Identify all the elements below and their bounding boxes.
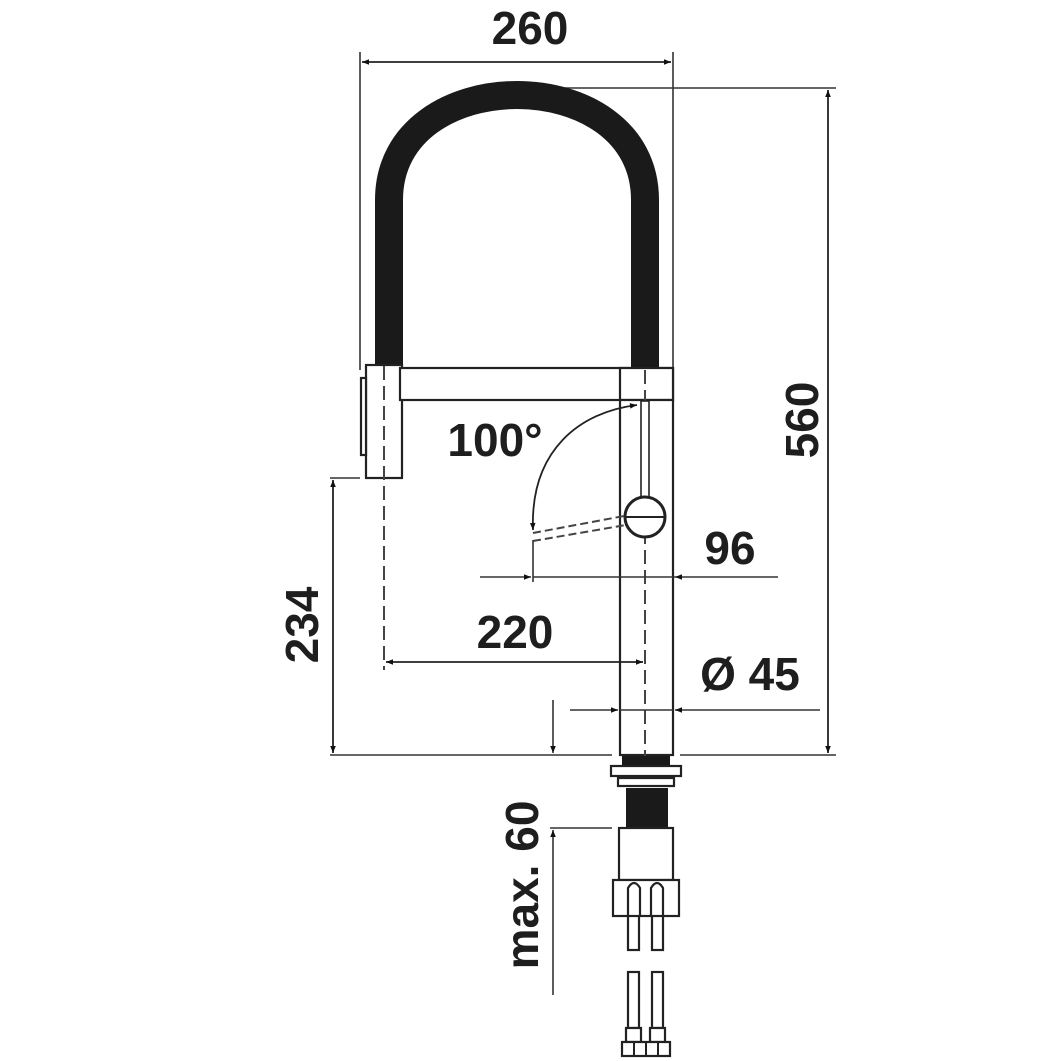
- counter-thickness-label: max. 60: [496, 801, 548, 970]
- height-dimension: 560: [330, 87, 836, 756]
- lever-offset-dimension: 96: [480, 522, 778, 582]
- spray-head: [359, 363, 404, 670]
- counter-thickness-dimension: max. 60: [496, 700, 612, 995]
- reach-label: 220: [477, 606, 554, 658]
- mounting-hardware: [609, 756, 683, 1058]
- spout-height-dimension: 234: [276, 477, 360, 753]
- angle-label: 100°: [447, 414, 542, 466]
- diameter-label: Ø 45: [700, 648, 800, 700]
- width-dimension: 260: [359, 2, 674, 370]
- offset-label: 96: [704, 522, 755, 574]
- diameter-dimension: Ø 45: [570, 648, 820, 713]
- lever: [532, 400, 667, 542]
- spout-height-label: 234: [276, 586, 328, 663]
- lever-angle-dimension: 100°: [447, 403, 638, 531]
- width-label: 260: [492, 2, 569, 54]
- reach-dimension: 220: [386, 606, 643, 665]
- spring-hose: [375, 81, 659, 368]
- height-label: 560: [776, 382, 828, 459]
